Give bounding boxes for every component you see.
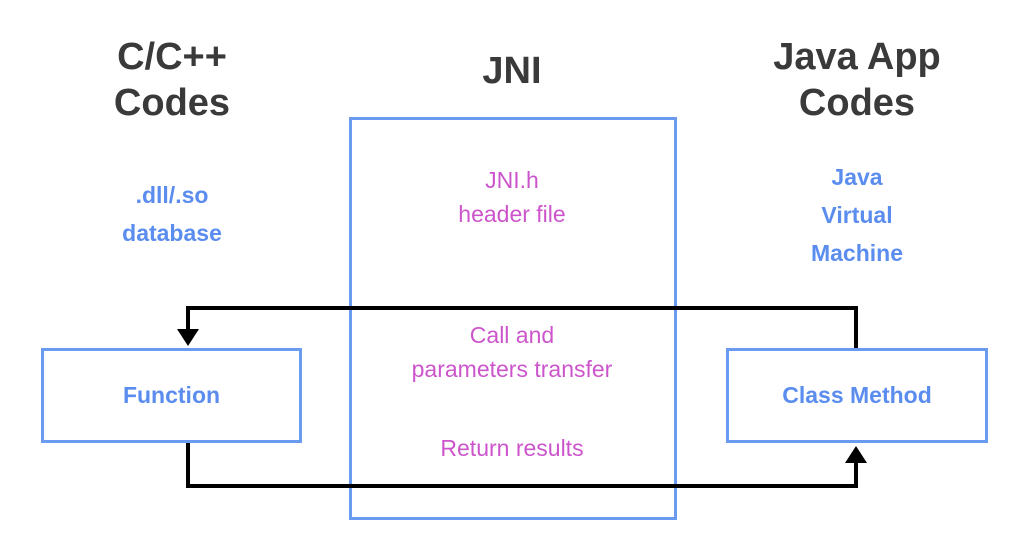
return-arrowhead-icon bbox=[845, 446, 867, 463]
dll-so-database-label: .dll/.so database bbox=[92, 176, 252, 252]
header-file-line: header file bbox=[458, 201, 566, 227]
jvm-line2: Virtual bbox=[821, 202, 893, 228]
jvm-line1: Java bbox=[831, 164, 883, 190]
call-parameters-transfer-label: Call and parameters transfer bbox=[370, 318, 654, 386]
cpp-codes-heading-line1: C/C++ bbox=[117, 36, 227, 78]
parameters-transfer-line: parameters transfer bbox=[411, 356, 613, 382]
dll-so-line: .dll/.so bbox=[135, 182, 209, 208]
java-app-codes-heading: Java App Codes bbox=[742, 34, 972, 126]
jni-heading-text: JNI bbox=[482, 50, 542, 92]
class-method-label: Class Method bbox=[782, 382, 932, 408]
call-arrowhead-icon bbox=[177, 329, 199, 346]
java-app-codes-heading-line2: Codes bbox=[798, 82, 916, 124]
jvm-label: Java Virtual Machine bbox=[772, 158, 942, 272]
class-method-box: Class Method bbox=[726, 348, 988, 443]
function-box: Function bbox=[41, 348, 302, 443]
function-label: Function bbox=[122, 382, 221, 408]
return-results-label: Return results bbox=[380, 431, 644, 465]
java-app-codes-heading-line1: Java App bbox=[773, 36, 941, 78]
call-and-line: Call and bbox=[469, 322, 555, 348]
cpp-codes-heading-line2: Codes bbox=[113, 82, 231, 124]
jni-heading: JNI bbox=[432, 48, 592, 94]
database-line: database bbox=[122, 220, 222, 246]
jni-h-line: JNI.h bbox=[485, 167, 539, 193]
jvm-line3: Machine bbox=[810, 240, 904, 266]
cpp-codes-heading: C/C++ Codes bbox=[72, 34, 272, 126]
jni-header-file-label: JNI.h header file bbox=[380, 163, 644, 231]
return-results-line: Return results bbox=[440, 435, 584, 461]
